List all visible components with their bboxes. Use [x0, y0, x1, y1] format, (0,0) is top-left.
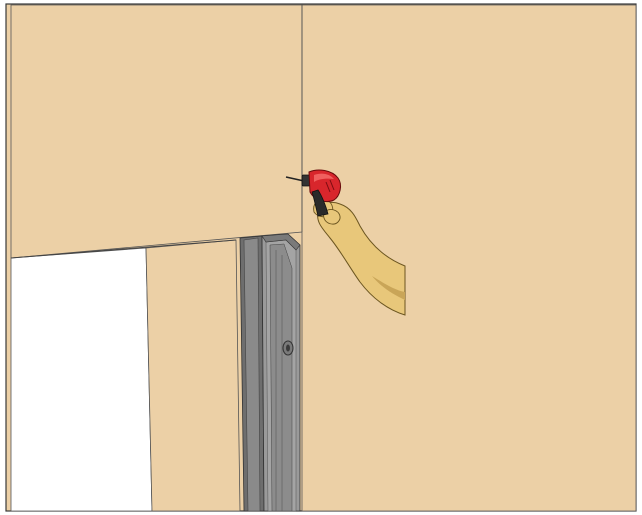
door-opening	[10, 247, 153, 512]
door-frame-profile	[239, 233, 301, 512]
screw-hole-icon	[282, 340, 294, 356]
right-wall-panel	[301, 4, 637, 512]
door-jamb-face	[145, 239, 241, 512]
upper-wall-panel	[10, 4, 303, 259]
power-drill-icon	[285, 169, 342, 217]
opening-head-line	[10, 239, 237, 259]
